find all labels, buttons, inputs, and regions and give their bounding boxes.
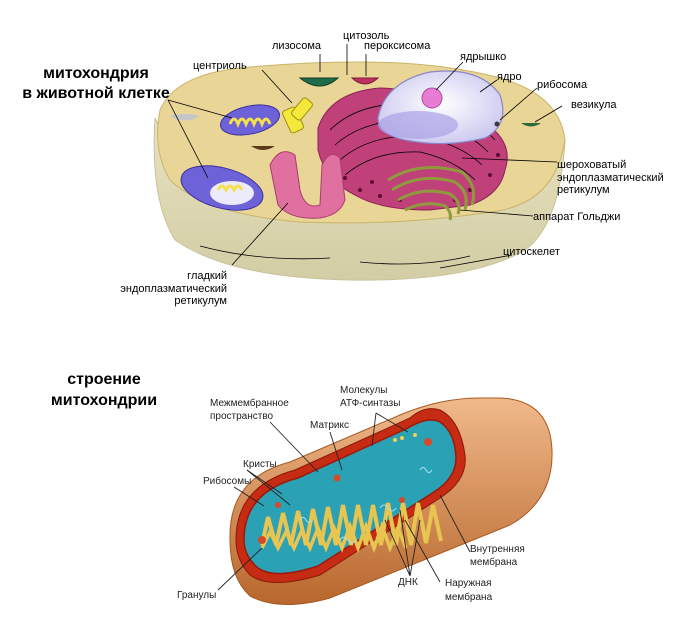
mito-leader-lines	[217, 412, 471, 591]
label-inner-membrane-2: мембрана	[470, 556, 518, 568]
lysosome	[298, 77, 340, 87]
label-rough-er-3: ретикулум	[557, 184, 610, 196]
label-smooth-er-3: ретикулум	[174, 295, 227, 307]
vesicle	[521, 123, 541, 127]
label-matrix: Матрикс	[310, 420, 349, 431]
nucleolus	[421, 87, 443, 109]
golgi-apparatus	[387, 166, 476, 221]
label-cristae: Кристы	[243, 459, 277, 470]
label-vesicle: везикула	[571, 99, 617, 111]
cell-labels: цитозоль лизосома пероксисома центриоль …	[120, 30, 663, 307]
mitochondrial-matrix	[243, 419, 457, 575]
label-cytoskeleton: цитоскелет	[503, 246, 560, 258]
label-peroxisome: пероксисома	[364, 40, 431, 52]
cell-leader-lines	[167, 44, 563, 269]
label-nucleolus: ядрышко	[460, 51, 506, 63]
label-atp-synthase-1: Молекулы	[340, 385, 387, 396]
cristae-lower	[260, 520, 408, 554]
label-outer-membrane-2: мембрана	[445, 591, 493, 603]
mitochondrion-structure	[229, 397, 553, 605]
nucleus-inner	[378, 111, 458, 139]
free-ribosome	[494, 121, 500, 127]
atp-synthase	[393, 433, 417, 442]
label-atp-synthase-2: АТФ-синтазы	[340, 398, 400, 409]
cell-heading: митохондрия в животной клетке	[22, 65, 170, 102]
label-inner-membrane-1: Внутренняя	[470, 544, 525, 555]
label-intermembrane-1: Межмембранное	[210, 397, 289, 409]
label-smooth-er-2: эндоплазматический	[120, 283, 227, 295]
cell-mitochondrion-2-cristae	[216, 184, 244, 194]
cytoskeleton-filaments	[199, 245, 471, 265]
mito-labels: Межмембранное пространство Молекулы АТФ-…	[177, 385, 525, 603]
cytoplasm-vesicle-1	[251, 146, 275, 150]
cell-heading-line-2: в животной клетке	[22, 85, 170, 102]
cell-heading-line-1: митохондрия	[43, 65, 149, 82]
label-rough-er-2: эндоплазматический	[557, 172, 664, 184]
label-granules: Гранулы	[177, 590, 216, 601]
peroxisome	[350, 77, 380, 85]
mito-heading-line-1: строение	[67, 371, 141, 388]
smooth-er	[269, 151, 346, 219]
cell-mitochondrion-1-cristae	[228, 117, 272, 129]
label-golgi: аппарат Гольджи	[533, 211, 620, 223]
label-rough-er-1: шероховатый	[557, 159, 626, 171]
granules	[258, 438, 432, 544]
label-nucleus: ядро	[497, 71, 522, 83]
animal-cell	[153, 61, 566, 281]
label-intermembrane-2: пространство	[210, 411, 274, 422]
label-ribosome: рибосома	[537, 79, 588, 91]
label-centriole: центриоль	[193, 60, 247, 72]
mito-heading-line-2: митохондрии	[51, 392, 157, 409]
dna	[299, 467, 433, 544]
label-outer-membrane-1: Наружная	[445, 578, 492, 589]
label-lysosome: лизосома	[272, 40, 322, 52]
label-cytosol: цитозоль	[343, 30, 390, 42]
centriole	[282, 97, 313, 134]
label-smooth-er-1: гладкий	[187, 270, 227, 282]
label-dna: ДНК	[398, 577, 418, 588]
mito-heading: строение митохондрии	[51, 371, 157, 409]
label-ribosomes: Рибосомы	[203, 475, 251, 487]
cell-mitochondrion-2-matrix	[210, 181, 254, 205]
